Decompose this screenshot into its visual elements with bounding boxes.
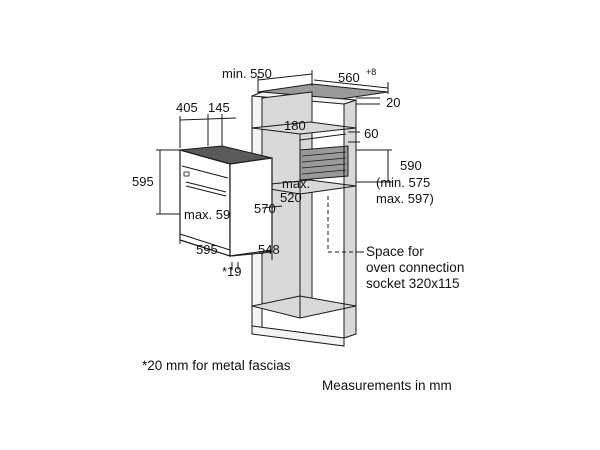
dim-180: 180 (284, 118, 306, 133)
dim-60: 60 (364, 126, 378, 141)
dim-405: 405 (176, 100, 198, 115)
dim-590: 590 (400, 158, 422, 173)
dim-595-height: 595 (132, 174, 154, 189)
dim-max-label: max. (282, 176, 310, 191)
cabinet-right-panel (343, 99, 357, 339)
oven-front-panel (179, 149, 231, 257)
socket-space-outline (327, 196, 356, 253)
dim-max-597: max. 597) (376, 191, 434, 206)
dim-560-tolerance: +8 (366, 67, 376, 77)
callout-line-2: oven connection (366, 260, 464, 275)
cabinet-housing (251, 83, 389, 347)
ventilation-grille (299, 145, 349, 181)
dim-min-575: (min. 575 (376, 175, 430, 190)
dim-595-width: 595 (196, 242, 218, 257)
cabinet-upper-shelf (251, 121, 357, 135)
cabinet-bottom (251, 295, 357, 319)
dim-20: 20 (386, 95, 400, 110)
note-units: Measurements in mm (322, 378, 452, 393)
dim-19-footnote: *19 (222, 264, 242, 279)
callout-line-1: Space for (366, 244, 424, 259)
dim-145: 145 (208, 100, 230, 115)
dim-570: 570 (254, 201, 276, 216)
oven-knob (183, 171, 190, 177)
cabinet-plinth (251, 325, 345, 347)
dim-max-59: max. 59 (184, 207, 230, 222)
note-metal-fascias: *20 mm for metal fascias (142, 358, 291, 373)
dim-548: 548 (258, 242, 280, 257)
oven-door-handle (185, 181, 227, 193)
callout-line-3: socket 320x115 (366, 276, 460, 291)
cabinet-oven-shelf (251, 179, 357, 195)
oven-unit (179, 145, 273, 257)
dim-520: 520 (280, 190, 302, 205)
dim-560: 560 (338, 70, 360, 85)
dim-min-550: min. 550 (222, 66, 272, 81)
dimension-lines (156, 70, 392, 270)
